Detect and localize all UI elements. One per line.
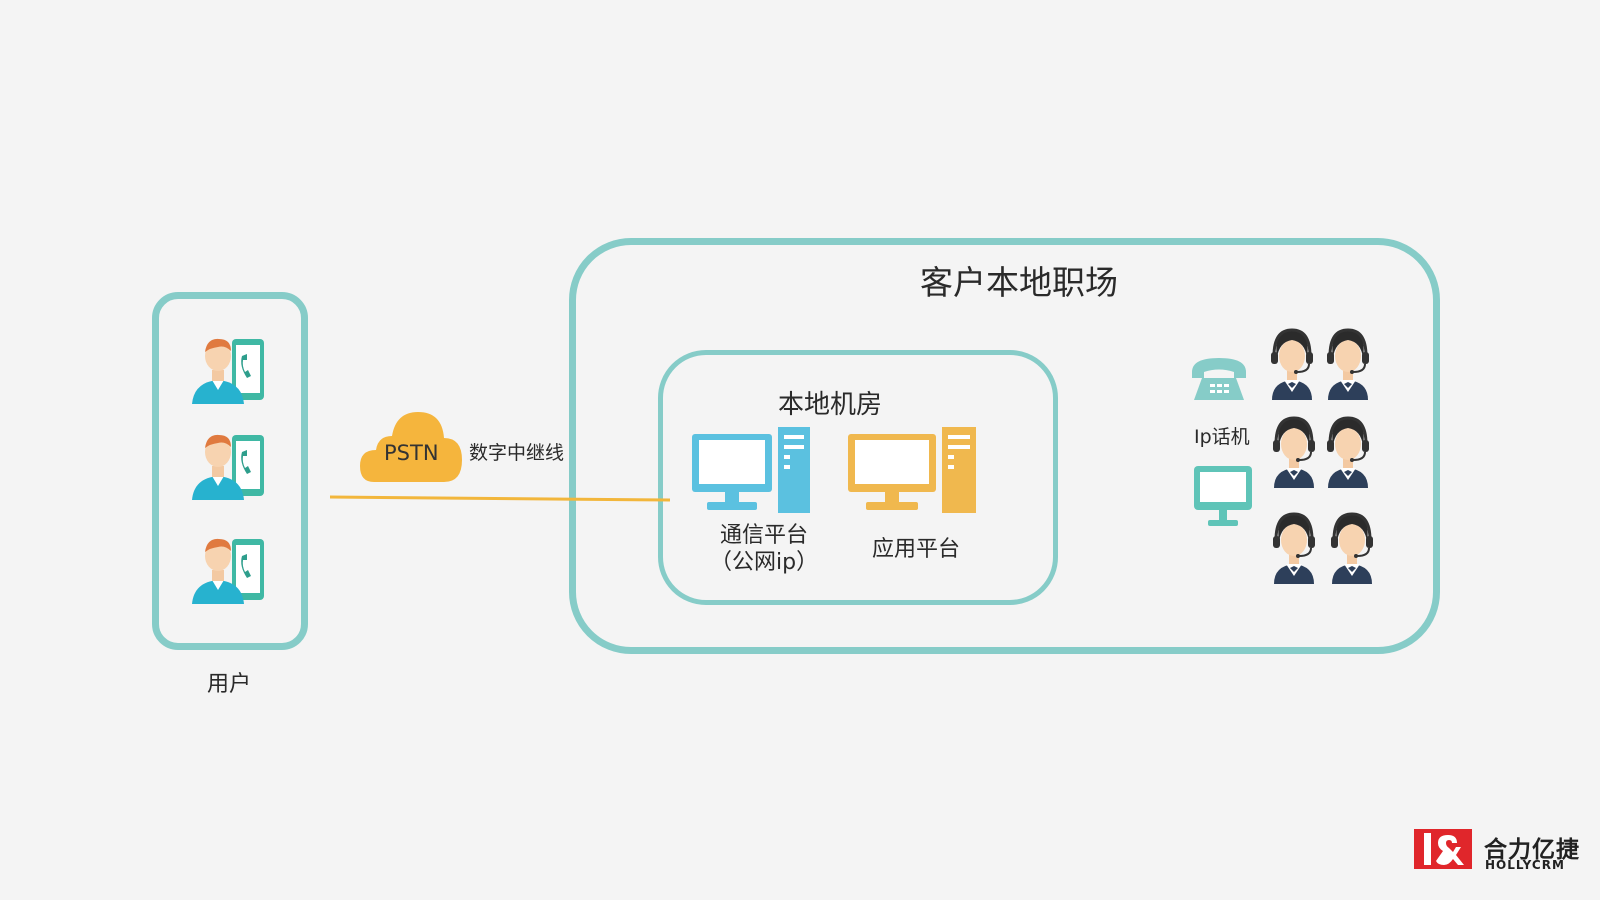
agent-headset-icon bbox=[1271, 328, 1313, 400]
comm-platform-label-line1: 通信平台 bbox=[720, 523, 809, 548]
agent-headset-icon bbox=[1327, 328, 1369, 400]
logo-text-cn: 合力亿捷 bbox=[1484, 837, 1580, 863]
app-platform-label: 应用平台 bbox=[872, 537, 961, 562]
customer-site-title: 客户本地职场 bbox=[920, 263, 1118, 302]
pstn-label: PSTN bbox=[384, 441, 439, 465]
trunk-line-label: 数字中继线 bbox=[469, 442, 565, 464]
ip-phone-label: Ip话机 bbox=[1194, 426, 1250, 448]
comm-platform-computer-icon bbox=[692, 427, 810, 513]
users-label: 用户 bbox=[207, 672, 252, 697]
ip-phone-icon bbox=[1192, 358, 1246, 400]
user-phone-icon bbox=[192, 538, 264, 604]
app-platform-computer-icon bbox=[848, 427, 976, 513]
customer-site-frame bbox=[569, 238, 1440, 654]
user-phone-icon bbox=[192, 434, 264, 500]
hollycrm-logo-mark bbox=[1414, 829, 1472, 869]
agent-headset-icon bbox=[1273, 512, 1315, 584]
logo-text-en: HOLLYCRM bbox=[1485, 858, 1565, 872]
user-phone-icon bbox=[192, 338, 264, 404]
digital-trunk-line bbox=[330, 495, 671, 502]
agent-headset-icon bbox=[1273, 416, 1315, 488]
users-frame bbox=[152, 292, 308, 650]
agent-headset-icon bbox=[1327, 416, 1369, 488]
agent-headset-icon bbox=[1331, 512, 1373, 584]
comm-platform-label-line2: （公网ip） bbox=[710, 550, 819, 575]
monitor-icon bbox=[1194, 466, 1252, 526]
comm-platform-label: 通信平台 （公网ip） bbox=[710, 522, 818, 576]
server-room-title: 本地机房 bbox=[778, 390, 883, 420]
local-server-room-frame bbox=[658, 350, 1058, 605]
pstn-cloud-icon bbox=[360, 412, 462, 482]
